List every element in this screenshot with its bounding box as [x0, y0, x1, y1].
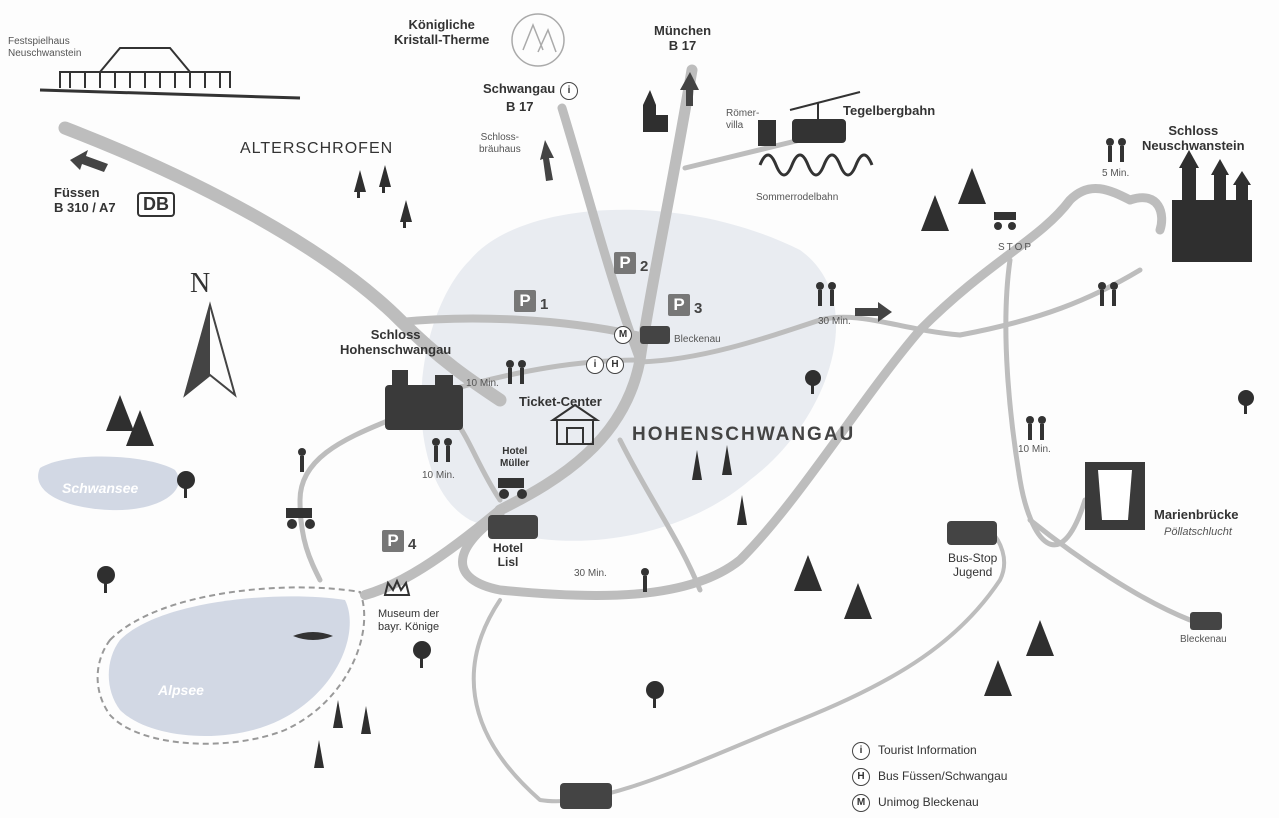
label-alpsee: Alpsee [158, 682, 204, 698]
schwangau-info-icon: i [560, 82, 578, 100]
arrow-east [855, 302, 892, 322]
road-hohenschwangau [396, 314, 644, 340]
tegelbergbahn-drawing [758, 91, 874, 177]
label-hotel-lisl: Hotel Lisl [493, 541, 523, 569]
legend-label: Tourist Information [878, 743, 977, 758]
road-castle-link [1125, 193, 1167, 235]
boat-icon [293, 632, 333, 640]
arrow-fuessen [70, 150, 108, 172]
label-sommerrodelbahn: Sommerrodelbahn [756, 192, 839, 203]
road-loop [458, 183, 1135, 601]
alpsee-lake [108, 596, 350, 737]
unimog-marker-icon: M [614, 326, 632, 344]
roemervilla-drawing [758, 120, 776, 146]
carriages [286, 212, 1016, 529]
north-label: N [190, 268, 211, 299]
ticket-center-drawing [549, 403, 601, 445]
legend-info-icon: i [852, 742, 870, 760]
path-carriage-west [297, 417, 393, 583]
parking-4-icon: P [382, 530, 404, 552]
label-bleckenau-top: Bleckenau [674, 334, 721, 345]
legend-bus-icon: H [852, 768, 870, 786]
parking-1-number: 1 [540, 296, 549, 313]
trees [97, 165, 1254, 768]
legend-tourist-information: i Tourist Information [852, 742, 977, 760]
legend-label: Unimog Bleckenau [878, 795, 979, 810]
parking-2-icon: P [614, 252, 636, 274]
hikers [298, 138, 1126, 592]
schwansee-lake [38, 456, 179, 511]
label-schwangau-road: B 17 [506, 99, 534, 114]
crown-icon [383, 578, 411, 596]
parking-3-icon: P [668, 294, 690, 316]
neuschwanstein-drawing [1172, 150, 1252, 262]
festspielhaus-drawing [39, 47, 301, 100]
label-stop: STOP [998, 242, 1034, 253]
time-hotel: 10 Min. [422, 470, 455, 481]
buses [488, 326, 1222, 809]
legend-unimog: M Unimog Bleckenau [852, 794, 979, 812]
label-ticket-center: Ticket-Center [519, 394, 602, 409]
path-tegelberg [682, 137, 803, 171]
time-marien: 10 Min. [1018, 444, 1051, 455]
bus-marker-icon: H [606, 356, 624, 374]
label-bus-stop: Bus-Stop Jugend [948, 551, 998, 579]
time-neuschwanstein: 5 Min. [1102, 168, 1130, 179]
road-ring-south [471, 528, 1007, 804]
label-schloss-hohenschwangau: Schloss Hohenschwangau [340, 327, 452, 357]
arrow-braeuhaus [540, 140, 554, 181]
label-schloss-neuschwanstein: Schloss Neuschwanstein [1142, 123, 1245, 153]
legend-label: Bus Füssen/Schwangau [878, 769, 1008, 784]
label-kristall-therme: Königliche Kristall-Therme [394, 17, 490, 47]
label-schwangau: Schwangau [483, 81, 556, 96]
legend-bus: H Bus Füssen/Schwangau [852, 768, 1007, 786]
label-hotel-mueller: Hotel Müller [500, 446, 530, 469]
label-marienbruecke: Marienbrücke [1154, 507, 1239, 522]
label-festspielhaus: Festspielhaus Neuschwanstein [8, 36, 82, 59]
time-hohenschwangau: 10 Min. [466, 378, 499, 389]
marienbruecke-drawing [1085, 462, 1145, 530]
arrow-muenchen [680, 72, 699, 106]
kristall-therme-drawing [511, 13, 565, 67]
parking-1-icon: P [514, 290, 536, 312]
time-alpsee: 30 Min. [574, 568, 607, 579]
time-bleckenau: 30 Min. [818, 316, 851, 327]
hohenschwangau-drawing [385, 370, 463, 430]
label-tegelbergbahn: Tegelbergbahn [843, 103, 936, 118]
parking-2-number: 2 [640, 258, 649, 275]
info-marker-icon: i [586, 356, 604, 374]
church-drawing [643, 90, 668, 132]
parking-3-number: 3 [694, 300, 703, 317]
label-roemervilla: Römer- villa [726, 108, 760, 131]
label-fuessen: Füssen B 310 / A7 [54, 185, 116, 215]
label-schwansee: Schwansee [62, 480, 139, 496]
label-poellatschlucht: Pöllatschlucht [1164, 526, 1232, 538]
label-alterschrofen: ALTERSCHROFEN [240, 140, 394, 157]
path-ticket-south [617, 437, 703, 593]
path-bleckenau [637, 267, 1143, 365]
label-muenchen: München B 17 [654, 23, 712, 53]
alpsee-shore-path [96, 586, 366, 745]
path-bleckenau-right [1027, 517, 1193, 623]
db-badge: DB [137, 192, 175, 217]
label-hohenschwangau: HOHENSCHWANGAU [632, 424, 856, 445]
label-schlossbraeuhaus: Schloss- bräuhaus [479, 132, 521, 155]
legend-unimog-icon: M [852, 794, 870, 812]
road-fuessen [58, 121, 507, 407]
parking-4-number: 4 [408, 536, 417, 553]
label-museum: Museum der bayr. Könige [378, 608, 440, 633]
label-bleckenau-right: Bleckenau [1180, 634, 1227, 645]
